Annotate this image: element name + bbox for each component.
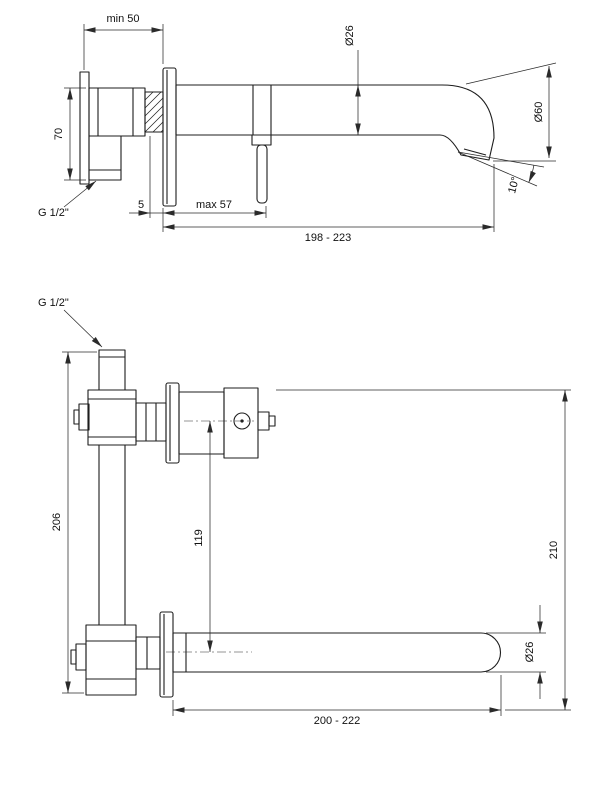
hatch-line bbox=[144, 91, 162, 109]
hatch-line bbox=[144, 113, 164, 133]
spout-side bbox=[175, 84, 495, 161]
spout-plan bbox=[172, 632, 501, 673]
dim-spout-reach-plan bbox=[172, 675, 502, 716]
handle-tip bbox=[257, 411, 270, 431]
label-body-height: 70 bbox=[53, 128, 65, 140]
side-port-cap bbox=[73, 409, 80, 425]
leader-line bbox=[63, 309, 103, 348]
riser-pipe bbox=[98, 444, 126, 626]
side-view bbox=[79, 67, 495, 207]
label-outlet-angle: 10° bbox=[506, 176, 522, 195]
side-view-labels: min 50 70 G 1/2" 5 max 57 198 - 223 Ø26 … bbox=[38, 13, 545, 244]
handle-joint-side bbox=[251, 134, 272, 146]
wall-plate bbox=[79, 71, 90, 185]
handle-tip-cap bbox=[268, 415, 276, 427]
label-plate-offset: 5 bbox=[138, 199, 144, 211]
side-view-dimensions bbox=[63, 24, 557, 232]
valve-body bbox=[88, 87, 146, 137]
escutcheon-spout bbox=[159, 611, 174, 698]
handle-lever-side bbox=[256, 144, 268, 204]
dim-outlet-angle bbox=[457, 151, 545, 187]
plan-view-dimensions bbox=[62, 309, 571, 716]
label-body-length: 206 bbox=[51, 513, 63, 531]
side-port-cap bbox=[70, 649, 77, 665]
thread-hatch bbox=[144, 91, 164, 133]
hatch-line bbox=[152, 121, 164, 133]
dim-plate-offset bbox=[129, 136, 163, 218]
angle-arc bbox=[528, 165, 536, 183]
label-thread-side: G 1/2" bbox=[38, 207, 69, 219]
hatch-line bbox=[144, 91, 154, 101]
label-max-wall: max 57 bbox=[196, 199, 232, 211]
plan-view-labels: G 1/2" 206 119 210 Ø26 200 - 222 bbox=[38, 297, 560, 727]
label-spout-reach-plan: 200 - 222 bbox=[314, 715, 360, 727]
dim-body-height bbox=[64, 87, 86, 181]
handle-connector bbox=[135, 402, 167, 442]
label-overall-length: 210 bbox=[548, 541, 560, 559]
side-port bbox=[75, 643, 87, 671]
dim-handle-to-spout bbox=[166, 420, 254, 653]
bottom-valve-block bbox=[85, 624, 137, 696]
label-min-wall: min 50 bbox=[106, 13, 139, 25]
label-thread-plan: G 1/2" bbox=[38, 297, 69, 309]
thread-section bbox=[144, 91, 164, 133]
aerator-line bbox=[463, 148, 487, 156]
leader-line bbox=[63, 180, 97, 208]
inlet-leg bbox=[88, 135, 122, 181]
handle-base bbox=[178, 391, 225, 455]
label-spout-reach-side: 198 - 223 bbox=[305, 232, 351, 244]
dim-spout-diameter-plan bbox=[486, 605, 546, 699]
dim-overall-length bbox=[276, 389, 571, 711]
thread-callout-side bbox=[63, 180, 97, 208]
hatch-line bbox=[144, 105, 164, 125]
supply-pipe bbox=[98, 349, 126, 391]
thread-callout-plan bbox=[63, 309, 103, 348]
dim-spout-reach-side bbox=[163, 164, 495, 232]
label-spout-diameter-plan: Ø26 bbox=[524, 642, 536, 663]
handle-screw bbox=[233, 412, 251, 430]
escutcheon-handle bbox=[165, 382, 180, 464]
hatch-line bbox=[144, 97, 164, 117]
extension-line bbox=[465, 62, 557, 85]
dim-escutcheon-diameter bbox=[465, 62, 557, 162]
plan-view bbox=[70, 349, 501, 698]
escutcheon-side bbox=[162, 67, 177, 207]
spout-connector bbox=[135, 636, 161, 670]
angle-line bbox=[457, 151, 538, 187]
label-handle-to-spout: 119 bbox=[193, 529, 205, 547]
dim-body-length bbox=[62, 351, 97, 694]
label-escutcheon-diameter: Ø60 bbox=[533, 102, 545, 123]
label-spout-diameter-side: Ø26 bbox=[344, 25, 356, 46]
handle-knob bbox=[223, 387, 259, 459]
dim-min-wall bbox=[83, 24, 164, 70]
angle-line bbox=[457, 151, 545, 168]
